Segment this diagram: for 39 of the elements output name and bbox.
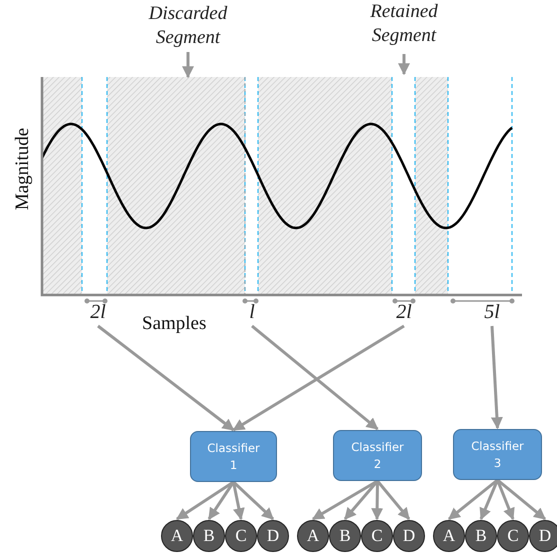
- class-circle: D: [529, 520, 557, 552]
- arrow: [232, 480, 274, 520]
- axis-title: Samples: [142, 313, 206, 335]
- class-circle: C: [497, 520, 529, 552]
- arrow: [232, 324, 405, 432]
- arrow: [371, 480, 384, 520]
- arrow: [490, 326, 503, 430]
- arrow: [312, 480, 378, 520]
- classifier-box: Classifier 3: [453, 429, 542, 480]
- arrow: [376, 480, 410, 520]
- arrow: [232, 482, 245, 520]
- segment-label: Retained Segment: [354, 0, 454, 48]
- arrow: [97, 324, 234, 432]
- arrow: [480, 479, 499, 520]
- arrow: [496, 478, 546, 520]
- arrow: [398, 54, 410, 76]
- classifier-box: Classifier 1: [190, 431, 277, 482]
- hatched-region: [107, 77, 245, 295]
- class-circle: D: [257, 520, 289, 552]
- axis-title: Magnitude: [12, 128, 34, 210]
- class-circle: A: [297, 520, 329, 552]
- class-circle: B: [329, 520, 361, 552]
- class-circle: B: [465, 520, 497, 552]
- segment-length-label: 2l: [84, 300, 112, 324]
- arrow: [176, 480, 234, 520]
- segment-length-label: l: [242, 300, 262, 324]
- segment-length-label: 5l: [476, 300, 508, 324]
- class-circle: C: [361, 520, 393, 552]
- class-circle: B: [193, 520, 225, 552]
- arrow: [448, 478, 498, 520]
- classifier-box: Classifier 2: [333, 430, 422, 481]
- class-circle: C: [225, 520, 257, 552]
- class-circle: A: [161, 520, 193, 552]
- class-circle: D: [393, 520, 425, 552]
- segment-label: Discarded Segment: [138, 2, 238, 50]
- arrow: [182, 52, 194, 78]
- arrow: [251, 324, 378, 430]
- class-circle: A: [433, 520, 465, 552]
- segment-length-label: 2l: [390, 300, 418, 324]
